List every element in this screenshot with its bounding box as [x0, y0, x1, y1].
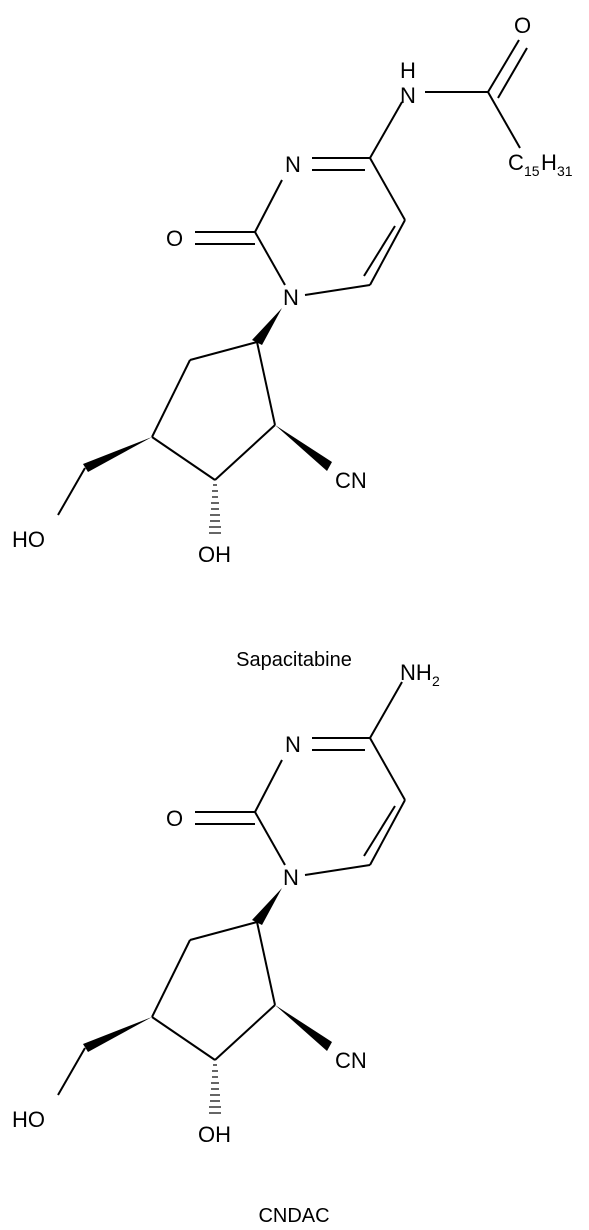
bond-c5-c6-double: [363, 805, 396, 857]
bond-c4-c5prime: [151, 359, 191, 438]
atom-o2: O: [166, 226, 183, 251]
bond-ch2-ho: [57, 467, 86, 516]
atom-amide-h: H: [400, 58, 416, 83]
bond-n1-c2: [254, 231, 286, 286]
bond-co-o-double: [497, 47, 528, 99]
atom-n3: N: [285, 152, 301, 177]
bond-c2-c3prime: [214, 424, 276, 481]
atom-amide-o: O: [514, 13, 531, 38]
atom-n3: N: [285, 732, 301, 757]
atom-chain-c-subscript: 15: [524, 163, 540, 179]
bond-c5-c6: [369, 799, 406, 866]
bond-c2-n3: [254, 759, 283, 813]
atom-cn: CN: [335, 468, 367, 493]
bond-c6-n1: [304, 864, 371, 876]
atom-oh: OH: [198, 542, 231, 567]
bond-ch2-ho: [57, 1047, 86, 1096]
atom-chain-h-subscript: 31: [557, 163, 573, 179]
atom-o2: O: [166, 806, 183, 831]
molecule-name: Sapacitabine: [236, 649, 352, 671]
wedge-c4prime-ch2: [83, 1017, 152, 1052]
wedge-c2prime-cn: [275, 425, 332, 471]
bond-c6-n1: [304, 284, 371, 296]
hash-c3prime-oh: [209, 1064, 221, 1114]
bond-c5-c6-double: [363, 225, 396, 277]
bond-c4-c5: [369, 157, 406, 221]
bond-c5-c1prime: [189, 921, 258, 941]
atom-ho: HO: [12, 1107, 45, 1132]
atom-chain-c: C: [508, 150, 524, 175]
bond-c4-c5prime: [151, 939, 191, 1018]
wedge-c2prime-cn: [275, 1005, 332, 1051]
cndac-structure: N N O NH 2 CN OH HO CNDAC: [12, 660, 440, 1227]
atom-chain-h: H: [541, 150, 557, 175]
bond-c5-c6: [369, 219, 406, 286]
atom-nh2-subscript: 2: [432, 673, 440, 689]
bond-c4-nh2: [369, 681, 403, 739]
wedge-n1-c1prime: [252, 308, 282, 345]
atom-ho: HO: [12, 527, 45, 552]
wedge-c4prime-ch2: [83, 437, 152, 472]
atom-oh: OH: [198, 1122, 231, 1147]
sapacitabine-structure: N N O H N O C 15 H 31 CN OH HO Sapacitab…: [12, 13, 573, 671]
hash-c3prime-oh: [209, 484, 221, 534]
bond-c5-c1prime: [189, 341, 258, 361]
atom-cn: CN: [335, 1048, 367, 1073]
bond-c1-c2prime: [256, 921, 276, 1006]
atom-amide-n: N: [400, 83, 416, 108]
bond-c2-c3prime: [214, 1004, 276, 1061]
bond-c4-nh: [369, 101, 403, 159]
bond-c1-c2prime: [256, 341, 276, 426]
bond-n1-c2: [254, 811, 286, 866]
molecule-name: CNDAC: [258, 1205, 329, 1227]
bond-co-chain: [487, 91, 521, 149]
atom-n1: N: [283, 865, 299, 890]
bond-c3-c4prime: [151, 436, 216, 481]
bond-c4-c5: [369, 737, 406, 801]
wedge-n1-c1prime: [252, 888, 282, 925]
bond-co-o: [487, 39, 520, 93]
bond-c3-c4prime: [151, 1016, 216, 1061]
bond-c2-n3: [254, 179, 283, 233]
atom-nh2: NH: [400, 660, 432, 685]
atom-n1: N: [283, 285, 299, 310]
